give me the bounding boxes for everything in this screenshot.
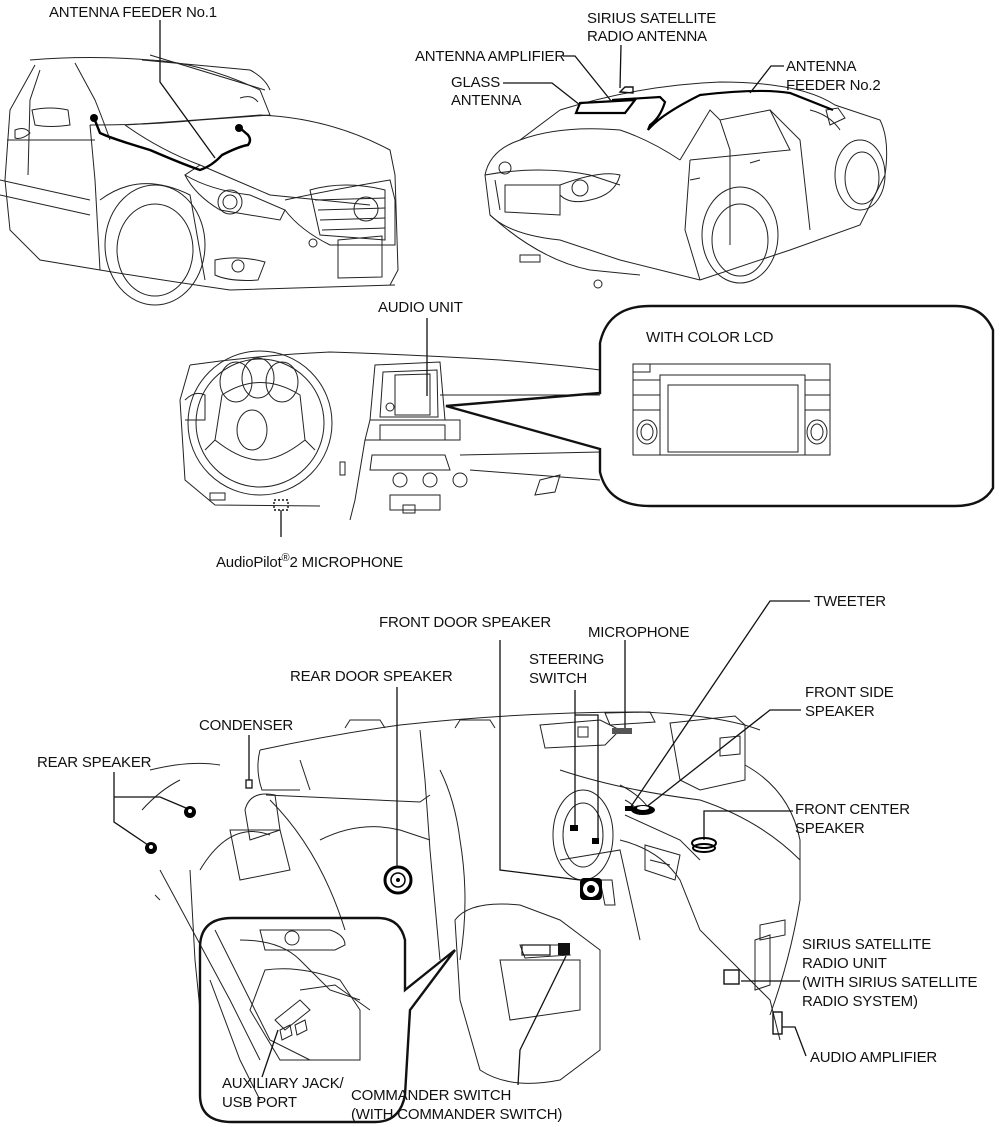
antenna-feeder-2-leader [749,65,784,94]
sirius-satellite-radio-unit [723,969,740,985]
front-door-speaker-leader [499,640,581,881]
rear-speaker-leader [113,772,187,846]
microphone [612,728,632,734]
steering-switch [570,825,599,844]
label-antenna-feeder-2-line1: ANTENNA [786,58,857,75]
label-front-side-speaker-line1: FRONT SIDE [805,684,894,701]
label-audiopilot-microphone: AudioPilot®2 MICROPHONE [216,549,403,572]
audio-amplifier [772,1011,783,1035]
label-microphone: MICROPHONE [588,624,690,641]
front-center-speaker [691,837,717,853]
label-audio-unit: AUDIO UNIT [378,299,463,316]
label-antenna-amplifier: ANTENNA AMPLIFIER [415,48,565,65]
label-front-door-speaker: FRONT DOOR SPEAKER [379,614,551,631]
label-steering-switch-line2: SWITCH [529,670,587,687]
sirius-satellite-radio-antenna [618,86,634,94]
label-condenser: CONDENSER [199,717,294,734]
antenna-feeder-2-cable [611,89,834,131]
label-sirius-unit-line3: (WITH SIRIUS SATELLITE [802,974,978,991]
color-lcd-unit-illustration [632,363,831,456]
label-antenna-feeder-1: ANTENNA FEEDER No.1 [49,4,217,21]
label-commander-switch-line2: (WITH COMMANDER SWITCH) [351,1106,563,1123]
tweeter [625,806,633,811]
label-glass-antenna-line2: ANTENNA [451,92,522,109]
front-side-speaker-leader [644,709,801,809]
audio-amplifier-leader [782,1026,807,1057]
label-front-side-speaker-line2: SPEAKER [805,703,875,720]
condenser [245,779,253,789]
audiopilot-prefix: AudioPilot [216,554,282,571]
label-sirius-unit-line1: SIRIUS SATELLITE [802,936,932,953]
label-tweeter: TWEETER [814,593,886,610]
steering-switch-leader [574,690,599,840]
label-with-color-lcd: WITH COLOR LCD [646,329,774,346]
label-rear-door-speaker: REAR DOOR SPEAKER [290,668,453,685]
antenna-feeder-1-leader [159,20,216,159]
label-commander-switch-line1: COMMANDER SWITCH [351,1087,512,1104]
rear-speaker-left [184,806,196,818]
front-side-speaker [631,805,655,815]
antenna-feeder-1-connector-b [235,124,243,132]
label-antenna-feeder-2-line2: FEEDER No.2 [786,77,881,94]
label-aux-jack-line1: AUXILIARY JACK/ [222,1075,344,1092]
interior-illustration [141,711,801,1084]
label-sirius-satellite-radio-antenna-line1: SIRIUS SATELLITE [587,10,717,27]
antenna-feeder-1-cable [92,117,252,172]
rear-door-speaker [383,865,413,895]
audiopilot-microphone-marker [273,499,289,511]
glass-antenna-leader [503,82,581,106]
tweeter-leader [629,600,810,809]
commander-switch [521,943,570,956]
label-sirius-unit-line2: RADIO UNIT [802,955,887,972]
aux-jack-leader [261,1029,279,1078]
aux-jack-callout-frame [198,916,456,1124]
audiopilot-suffix: 2 MICROPHONE [289,554,403,571]
front-center-speaker-leader [703,810,793,840]
label-front-center-speaker-line1: FRONT CENTER [795,801,910,818]
glass-antenna [574,98,638,115]
label-glass-antenna-line1: GLASS [451,74,501,91]
label-aux-jack-line2: USB PORT [222,1094,297,1111]
label-audio-amplifier: AUDIO AMPLIFIER [810,1049,938,1066]
label-sirius-satellite-radio-antenna-line2: RADIO ANTENNA [587,28,707,45]
aux-jack-illustration [209,929,371,1101]
registered-mark: ® [281,552,290,564]
rear-car-illustration [484,81,888,289]
front-car-illustration [0,54,399,306]
label-steering-switch-line1: STEERING [529,651,605,668]
color-lcd-callout-frame [445,304,995,508]
dashboard-illustration [179,350,601,521]
label-front-center-speaker-line2: SPEAKER [795,820,865,837]
label-rear-speaker: REAR SPEAKER [37,754,152,771]
antenna-feeder-1-connector-a [90,114,98,122]
sirius-antenna-leader [619,44,622,89]
commander-switch-leader [517,955,567,1086]
antenna-amplifier-leader [563,55,613,103]
label-sirius-unit-line4: RADIO SYSTEM) [802,993,918,1010]
front-door-speaker [580,878,602,900]
